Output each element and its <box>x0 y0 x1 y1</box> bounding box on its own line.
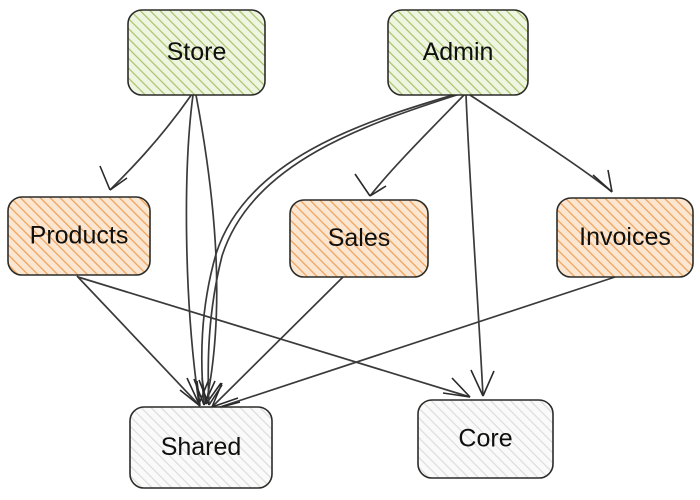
edge-admin-to-invoices <box>469 94 613 193</box>
node-box[interactable] <box>7 196 151 276</box>
node-sales[interactable]: Sales <box>289 199 429 278</box>
node-shared[interactable]: Shared <box>129 406 273 489</box>
edge-line <box>369 94 465 197</box>
edge-line <box>109 93 193 191</box>
arrowhead-icon <box>99 165 128 191</box>
arrowhead-icon <box>211 382 239 408</box>
node-box[interactable] <box>387 9 529 96</box>
node-label: Products <box>30 222 129 250</box>
edge-sales-to-shared <box>211 276 344 408</box>
node-products[interactable]: Products <box>7 196 151 276</box>
node-invoices[interactable]: Invoices <box>556 197 694 278</box>
node-core[interactable]: Core <box>417 399 554 479</box>
node-label: Shared <box>161 433 242 461</box>
edge-store-to-shared <box>185 94 210 405</box>
arrowhead-icon <box>592 169 613 193</box>
node-box[interactable] <box>417 399 554 479</box>
node-box[interactable] <box>127 9 266 96</box>
edges-layer <box>76 92 616 415</box>
edge-store-to-products <box>99 93 193 191</box>
node-box[interactable] <box>129 406 273 489</box>
edge-line <box>213 276 616 410</box>
node-box[interactable] <box>556 197 694 278</box>
node-label: Sales <box>328 224 391 252</box>
node-label: Core <box>458 425 512 453</box>
arrowhead-icon <box>470 369 495 397</box>
edge-line <box>76 275 201 407</box>
node-label: Store <box>167 38 227 66</box>
edge-admin-to-core <box>465 94 495 397</box>
edge-line <box>207 92 464 406</box>
edge-products-to-shared <box>76 275 201 407</box>
edge-admin-to-sales <box>354 94 465 197</box>
edge-line <box>469 94 613 193</box>
edge-products-to-core <box>77 276 471 398</box>
edge-line <box>195 94 218 405</box>
node-store[interactable]: Store <box>127 9 266 96</box>
node-label: Invoices <box>579 223 671 251</box>
edge-line <box>185 94 200 405</box>
node-admin[interactable]: Admin <box>387 9 529 96</box>
node-label: Admin <box>423 38 494 66</box>
arrowhead-icon <box>354 173 387 197</box>
edge-line <box>465 94 484 397</box>
edge-line <box>200 92 461 406</box>
arrowhead-icon <box>179 380 201 407</box>
arrowhead-icon <box>442 377 471 398</box>
edge-line <box>211 276 344 408</box>
edge-line <box>77 276 471 398</box>
node-box[interactable] <box>289 199 429 278</box>
